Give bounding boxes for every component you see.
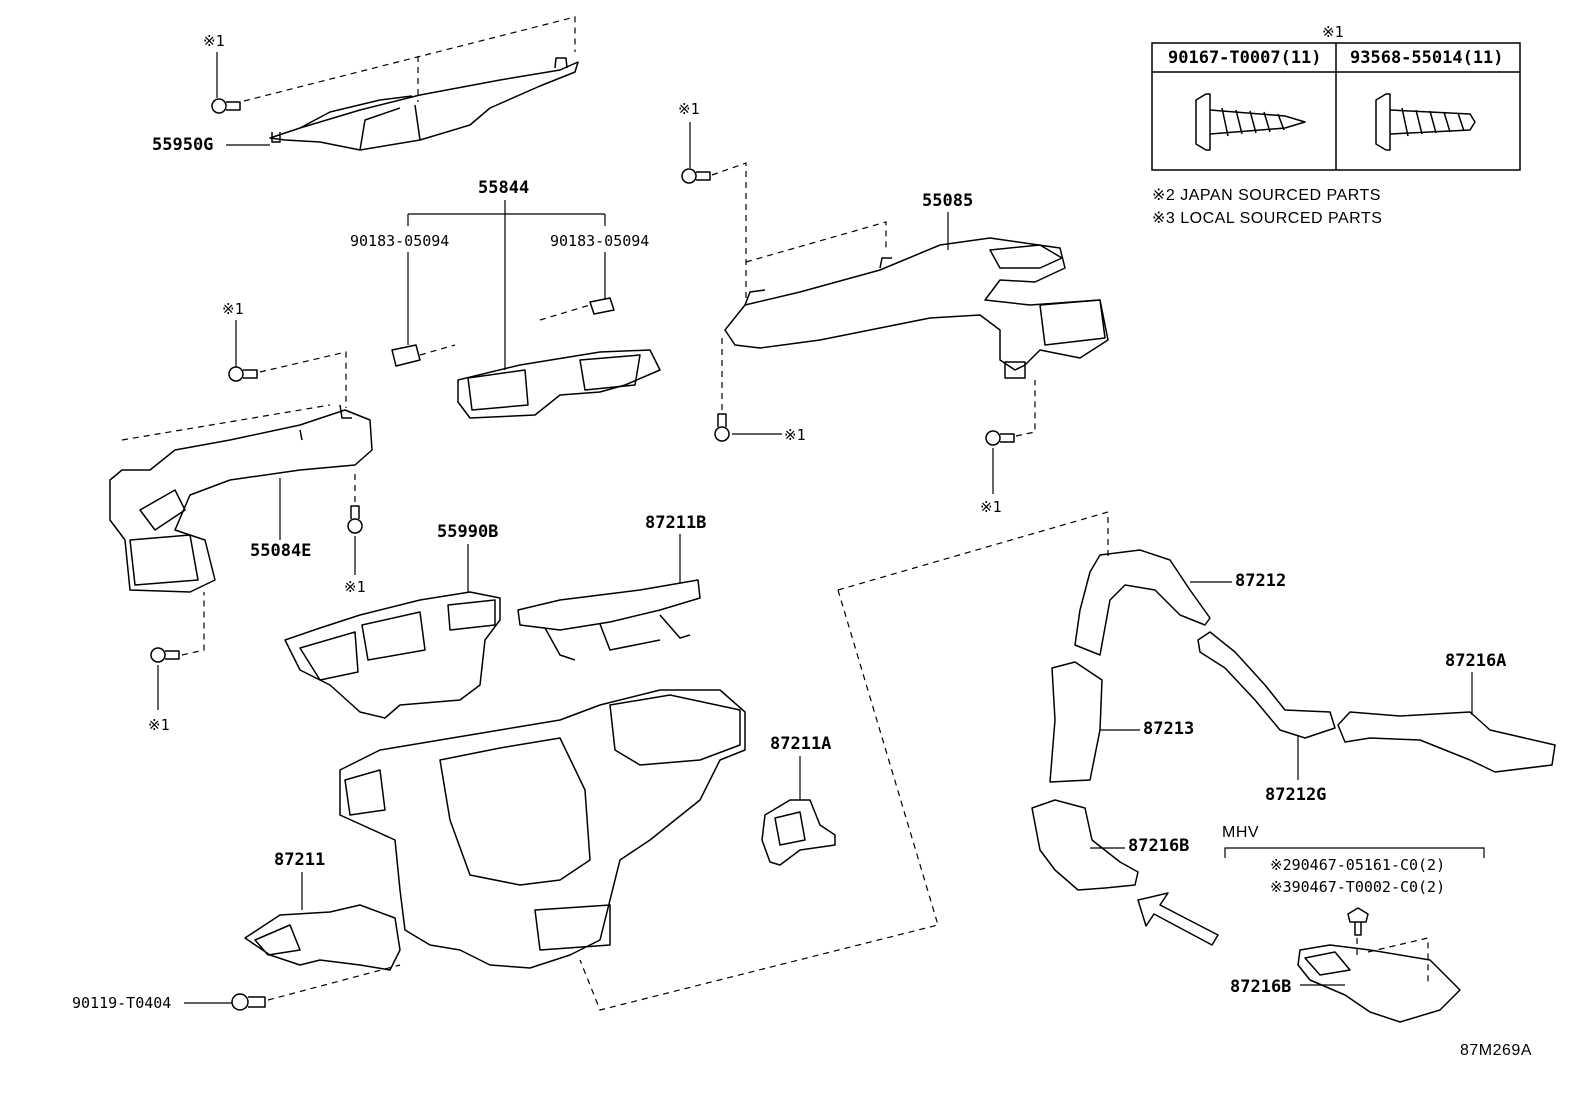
screw-55084E-bottom	[150, 647, 180, 663]
diagram-code: 87M269A	[1460, 1042, 1532, 1059]
ref-mark: ※1	[678, 100, 700, 118]
screw-55085-right	[985, 430, 1015, 446]
ref-mark: ※1	[203, 32, 225, 50]
label-55844: 55844	[478, 178, 529, 198]
ref-mark: ※1	[148, 716, 170, 734]
part-87216B	[1031, 799, 1139, 891]
ref-mark: ※1	[980, 498, 1002, 516]
note-japan: ※2 JAPAN SOURCED PARTS	[1152, 187, 1381, 204]
mhv-line1: ※290467-05161-C0(2)	[1270, 856, 1445, 874]
part-87213	[1049, 661, 1103, 783]
screw-55084E-top	[228, 366, 258, 382]
part-87212	[1074, 549, 1211, 656]
part-55950G-duct	[243, 16, 579, 151]
label-55950G: 55950G	[152, 135, 213, 155]
screw-55085-left	[714, 413, 730, 442]
screw-icon-90167	[1195, 93, 1306, 151]
ref-mark: ※1	[784, 426, 806, 444]
part-87212G	[1197, 631, 1336, 739]
label-87216B-mhv: 87216B	[1230, 977, 1291, 997]
label-90183-right: 90183-05094	[550, 232, 649, 250]
part-87216B-mhv	[1297, 944, 1461, 1023]
label-87212G: 87212G	[1265, 785, 1326, 805]
screw-90119	[231, 993, 266, 1011]
screw-icon-93568	[1375, 93, 1476, 151]
label-90119: 90119-T0404	[72, 994, 171, 1012]
ref-mark: ※1	[222, 300, 244, 318]
label-55990B: 55990B	[437, 522, 498, 542]
part-55990B-duct	[284, 591, 501, 719]
region-outline	[579, 511, 1109, 1011]
view-arrow	[1137, 892, 1219, 946]
note-local: ※3 LOCAL SOURCED PARTS	[1152, 210, 1382, 227]
screw-55084E-right	[347, 505, 363, 534]
part-87216A	[1337, 711, 1556, 773]
ref-mark: ※1	[344, 578, 366, 596]
part-55085-duct	[724, 237, 1109, 379]
fastener-table	[1151, 42, 1521, 171]
part-55084E-duct	[109, 404, 373, 593]
table-ref-mark: ※1	[1322, 23, 1344, 41]
mhv-title: MHV	[1222, 824, 1259, 841]
part-heater-unit	[339, 689, 746, 969]
label-90183-left: 90183-05094	[350, 232, 449, 250]
part-87211	[244, 904, 401, 971]
mhv-line2: ※390467-T0002-C0(2)	[1270, 878, 1445, 896]
table-col1-header: 90167-T0007(11)	[1168, 48, 1322, 68]
label-87211B: 87211B	[645, 513, 706, 533]
part-87211B	[517, 579, 701, 661]
part-87211A	[761, 799, 836, 866]
label-55084E: 55084E	[250, 541, 311, 561]
label-87213: 87213	[1143, 719, 1194, 739]
table-col2-header: 93568-55014(11)	[1350, 48, 1504, 68]
label-87211A: 87211A	[770, 734, 831, 754]
label-87211: 87211	[274, 850, 325, 870]
label-87212: 87212	[1235, 571, 1286, 591]
label-87216A: 87216A	[1445, 651, 1506, 671]
label-55085: 55085	[922, 191, 973, 211]
screw-55950G	[211, 98, 241, 114]
label-87216B: 87216B	[1128, 836, 1189, 856]
part-55844-vent	[391, 297, 661, 419]
screw-55085-top	[681, 168, 711, 184]
clip-mhv	[1347, 907, 1369, 936]
